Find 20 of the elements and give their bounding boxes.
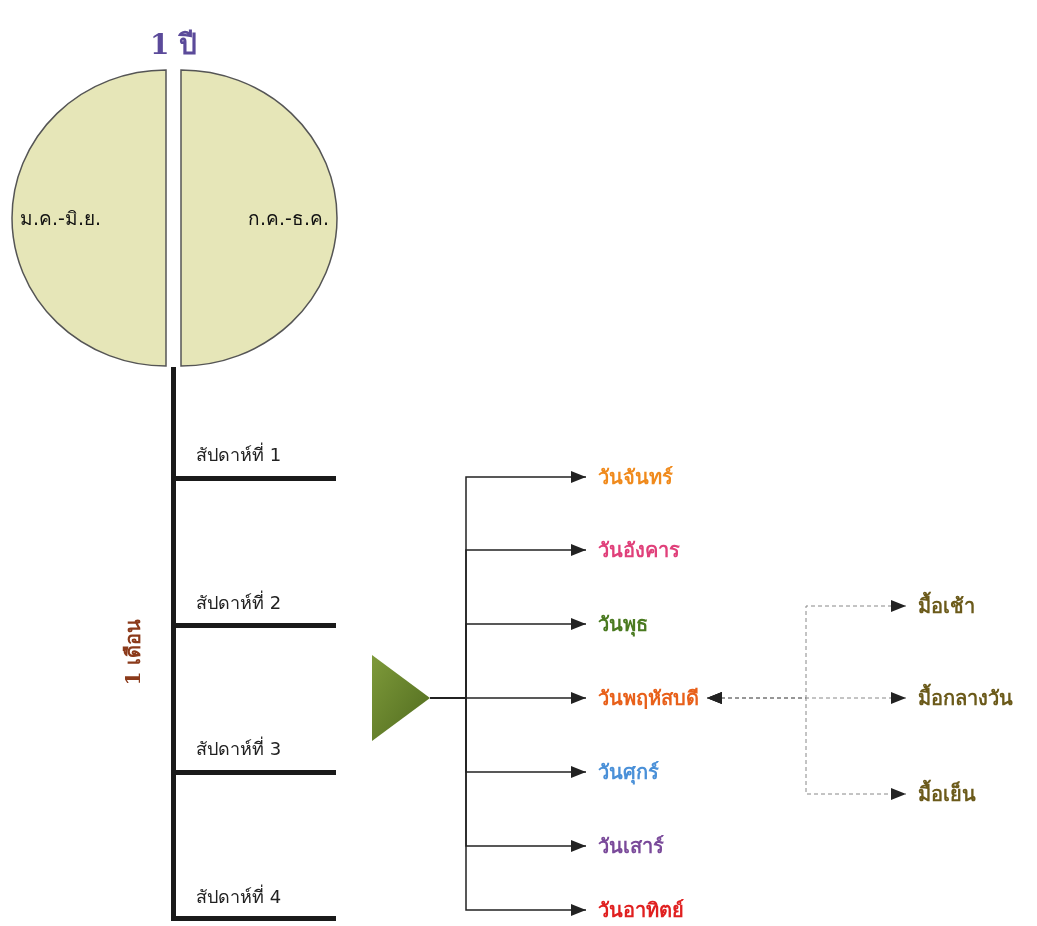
day-label: วันศุกร์ (598, 756, 659, 788)
day-label: วันเสาร์ (598, 830, 664, 862)
week-label: สัปดาห์ที่ 3 (196, 735, 282, 761)
day-label: วันพฤหัสบดี (598, 682, 699, 714)
triangle-shape (372, 655, 430, 741)
day-label: วันอาทิตย์ (598, 894, 684, 926)
day-label: วันจันทร์ (598, 461, 673, 493)
week-label: สัปดาห์ที่ 1 (196, 441, 282, 467)
day-label: วันพุธ (598, 608, 648, 640)
vertical-label: 1 เดือน (120, 618, 147, 686)
title: 1 ปี (150, 27, 198, 63)
meal-label: มื้อเย็น (918, 778, 976, 810)
dashed-arrow (706, 692, 907, 800)
meal-label: มื้อเช้า (918, 590, 975, 622)
period-label: ม.ค.-มิ.ย. (20, 206, 101, 231)
week-label: สัปดาห์ที่ 2 (196, 589, 282, 615)
period-label: ก.ค.-ธ.ค. (248, 206, 329, 231)
week-label: สัปดาห์ที่ 4 (196, 883, 282, 909)
meal-label: มื้อกลางวัน (918, 682, 1013, 714)
day-label: วันอังคาร (598, 534, 680, 566)
